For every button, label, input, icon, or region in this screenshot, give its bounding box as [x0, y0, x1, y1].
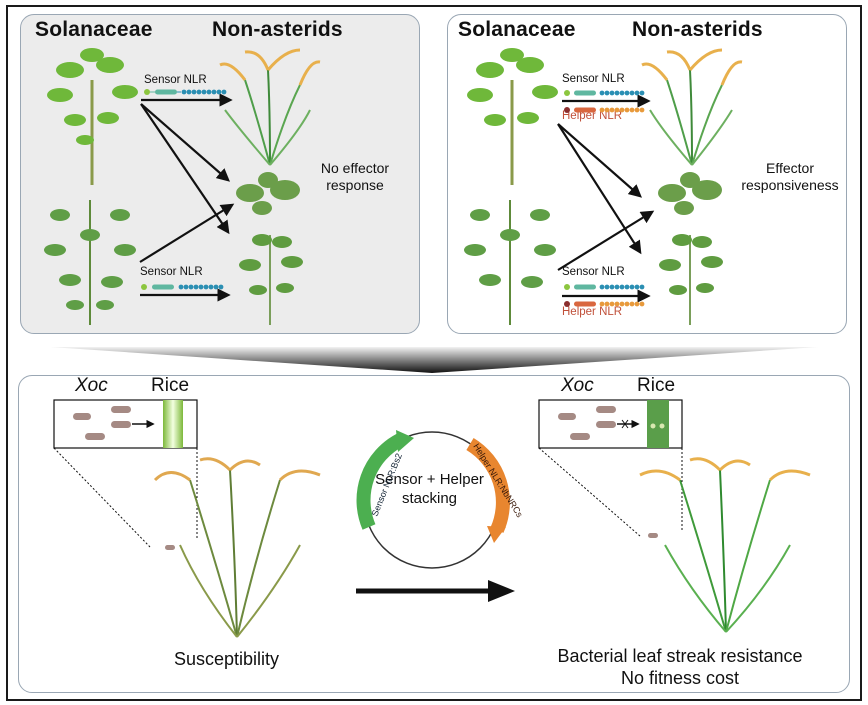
panel-sensor-helper	[447, 14, 847, 334]
soybean-plant-icon-right	[659, 234, 723, 325]
nicotiana-plant-icon	[44, 200, 136, 325]
sensor-nlr-glyph-top-right	[564, 90, 645, 96]
funnel-arrow	[50, 347, 818, 373]
pepper-plant-icon-right	[467, 48, 558, 185]
header-solanaceae-left: Solanaceae	[35, 18, 153, 41]
arabidopsis-plant-icon-right	[658, 172, 722, 215]
rice-label-right: Rice	[637, 375, 676, 396]
helper-nlr-label-top-right: Helper NLR	[562, 110, 623, 122]
xoc-label-right: Xoc	[561, 375, 594, 396]
arabidopsis-plant-icon	[236, 172, 300, 215]
sensor-nlr-label-top-right: Sensor NLR	[562, 73, 625, 85]
rice-plant-susceptible-icon	[153, 457, 321, 638]
big-transformation-arrow	[356, 580, 515, 602]
transfer-arrows-left	[139, 93, 235, 302]
header-non-asterids-right: Non-asterids	[632, 18, 763, 41]
rice-label-left: Rice	[151, 375, 190, 396]
plasmid-text-line-1: Sensor + Helper	[375, 471, 484, 488]
sensor-nlr-glyph-top	[144, 89, 227, 95]
outcome-no-effector-response: No effector response	[305, 160, 405, 194]
outcome-effector-responsiveness: Effector responsiveness	[730, 160, 850, 194]
rice-plant-resistant-icon	[639, 457, 811, 633]
inset-infection-right	[538, 399, 683, 538]
header-solanaceae-right: Solanaceae	[458, 18, 576, 41]
outcome-line-2: responsiveness	[741, 177, 839, 193]
sensor-nlr-glyph-bottom-right	[564, 284, 645, 290]
outcome-line-1: No effector	[320, 160, 390, 176]
soybean-plant-icon	[239, 234, 303, 325]
sensor-nlr-label-top: Sensor NLR	[144, 74, 207, 86]
outcome-resistance-line-1: Bacterial leaf streak resistance	[557, 646, 803, 666]
header-non-asterids-left: Non-asterids	[212, 18, 343, 41]
helper-cassette-arrow	[466, 438, 510, 533]
outcome-susceptibility: Susceptibility	[174, 649, 280, 669]
helper-nlr-glyph-bottom-right	[564, 301, 645, 307]
nicotiana-plant-icon-right	[464, 200, 556, 325]
pepper-plant-icon	[47, 48, 138, 185]
inset-infection-left	[53, 399, 198, 550]
sensor-nlr-glyph-bottom	[141, 284, 224, 290]
plasmid-construct: Sensor NLR:Bs2 Helper NLR:NbNRCs	[356, 430, 525, 569]
sensor-nlr-label-bottom-right: Sensor NLR	[562, 266, 625, 278]
rice-plant-icon-right	[641, 48, 743, 166]
outcome-line-2: response	[326, 177, 384, 193]
plasmid-text-line-2: stacking	[401, 490, 458, 507]
transfer-arrows-right	[557, 94, 655, 303]
helper-nlr-label-bottom-right: Helper NLR	[562, 306, 623, 318]
outcome-resistance: Bacterial leaf streak resistance No fitn…	[520, 645, 840, 689]
sensor-nlr-label-bottom: Sensor NLR	[140, 266, 203, 278]
rice-plant-icon	[219, 48, 321, 166]
plasmid-center-text: Sensor + Helper stacking	[362, 470, 497, 508]
outcome-resistance-line-2: No fitness cost	[620, 668, 740, 688]
outcome-line-1: Effector	[766, 160, 814, 176]
sensor-cassette-arrow	[356, 433, 404, 530]
helper-nlr-glyph-top-right	[564, 107, 645, 113]
xoc-label-left: Xoc	[75, 375, 108, 396]
